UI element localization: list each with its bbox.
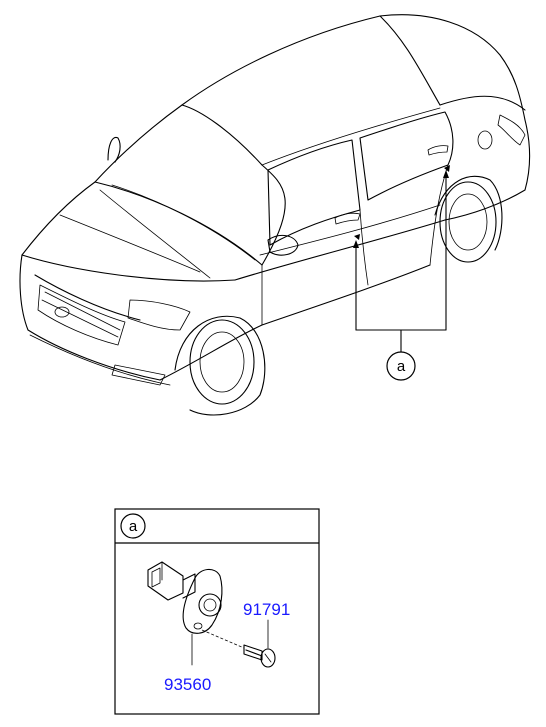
callout-a-box: a <box>120 513 146 539</box>
callout-a-label: a <box>397 358 406 375</box>
detail-box: a 91791 <box>114 508 320 715</box>
door-switch-marker-front <box>354 234 360 240</box>
callout-a-main: a <box>386 351 416 381</box>
sedan-car-illustration <box>19 14 531 416</box>
part-number-91791[interactable]: 91791 <box>243 600 290 619</box>
door-switch-marker-rear <box>444 165 450 172</box>
mounting-screw <box>243 644 276 668</box>
callout-leader-lines <box>353 170 449 353</box>
part-number-93560[interactable]: 93560 <box>164 675 211 694</box>
callout-a-box-label: a <box>129 518 138 535</box>
assembly-dashed-line <box>201 629 245 649</box>
door-switch-part <box>147 561 223 634</box>
